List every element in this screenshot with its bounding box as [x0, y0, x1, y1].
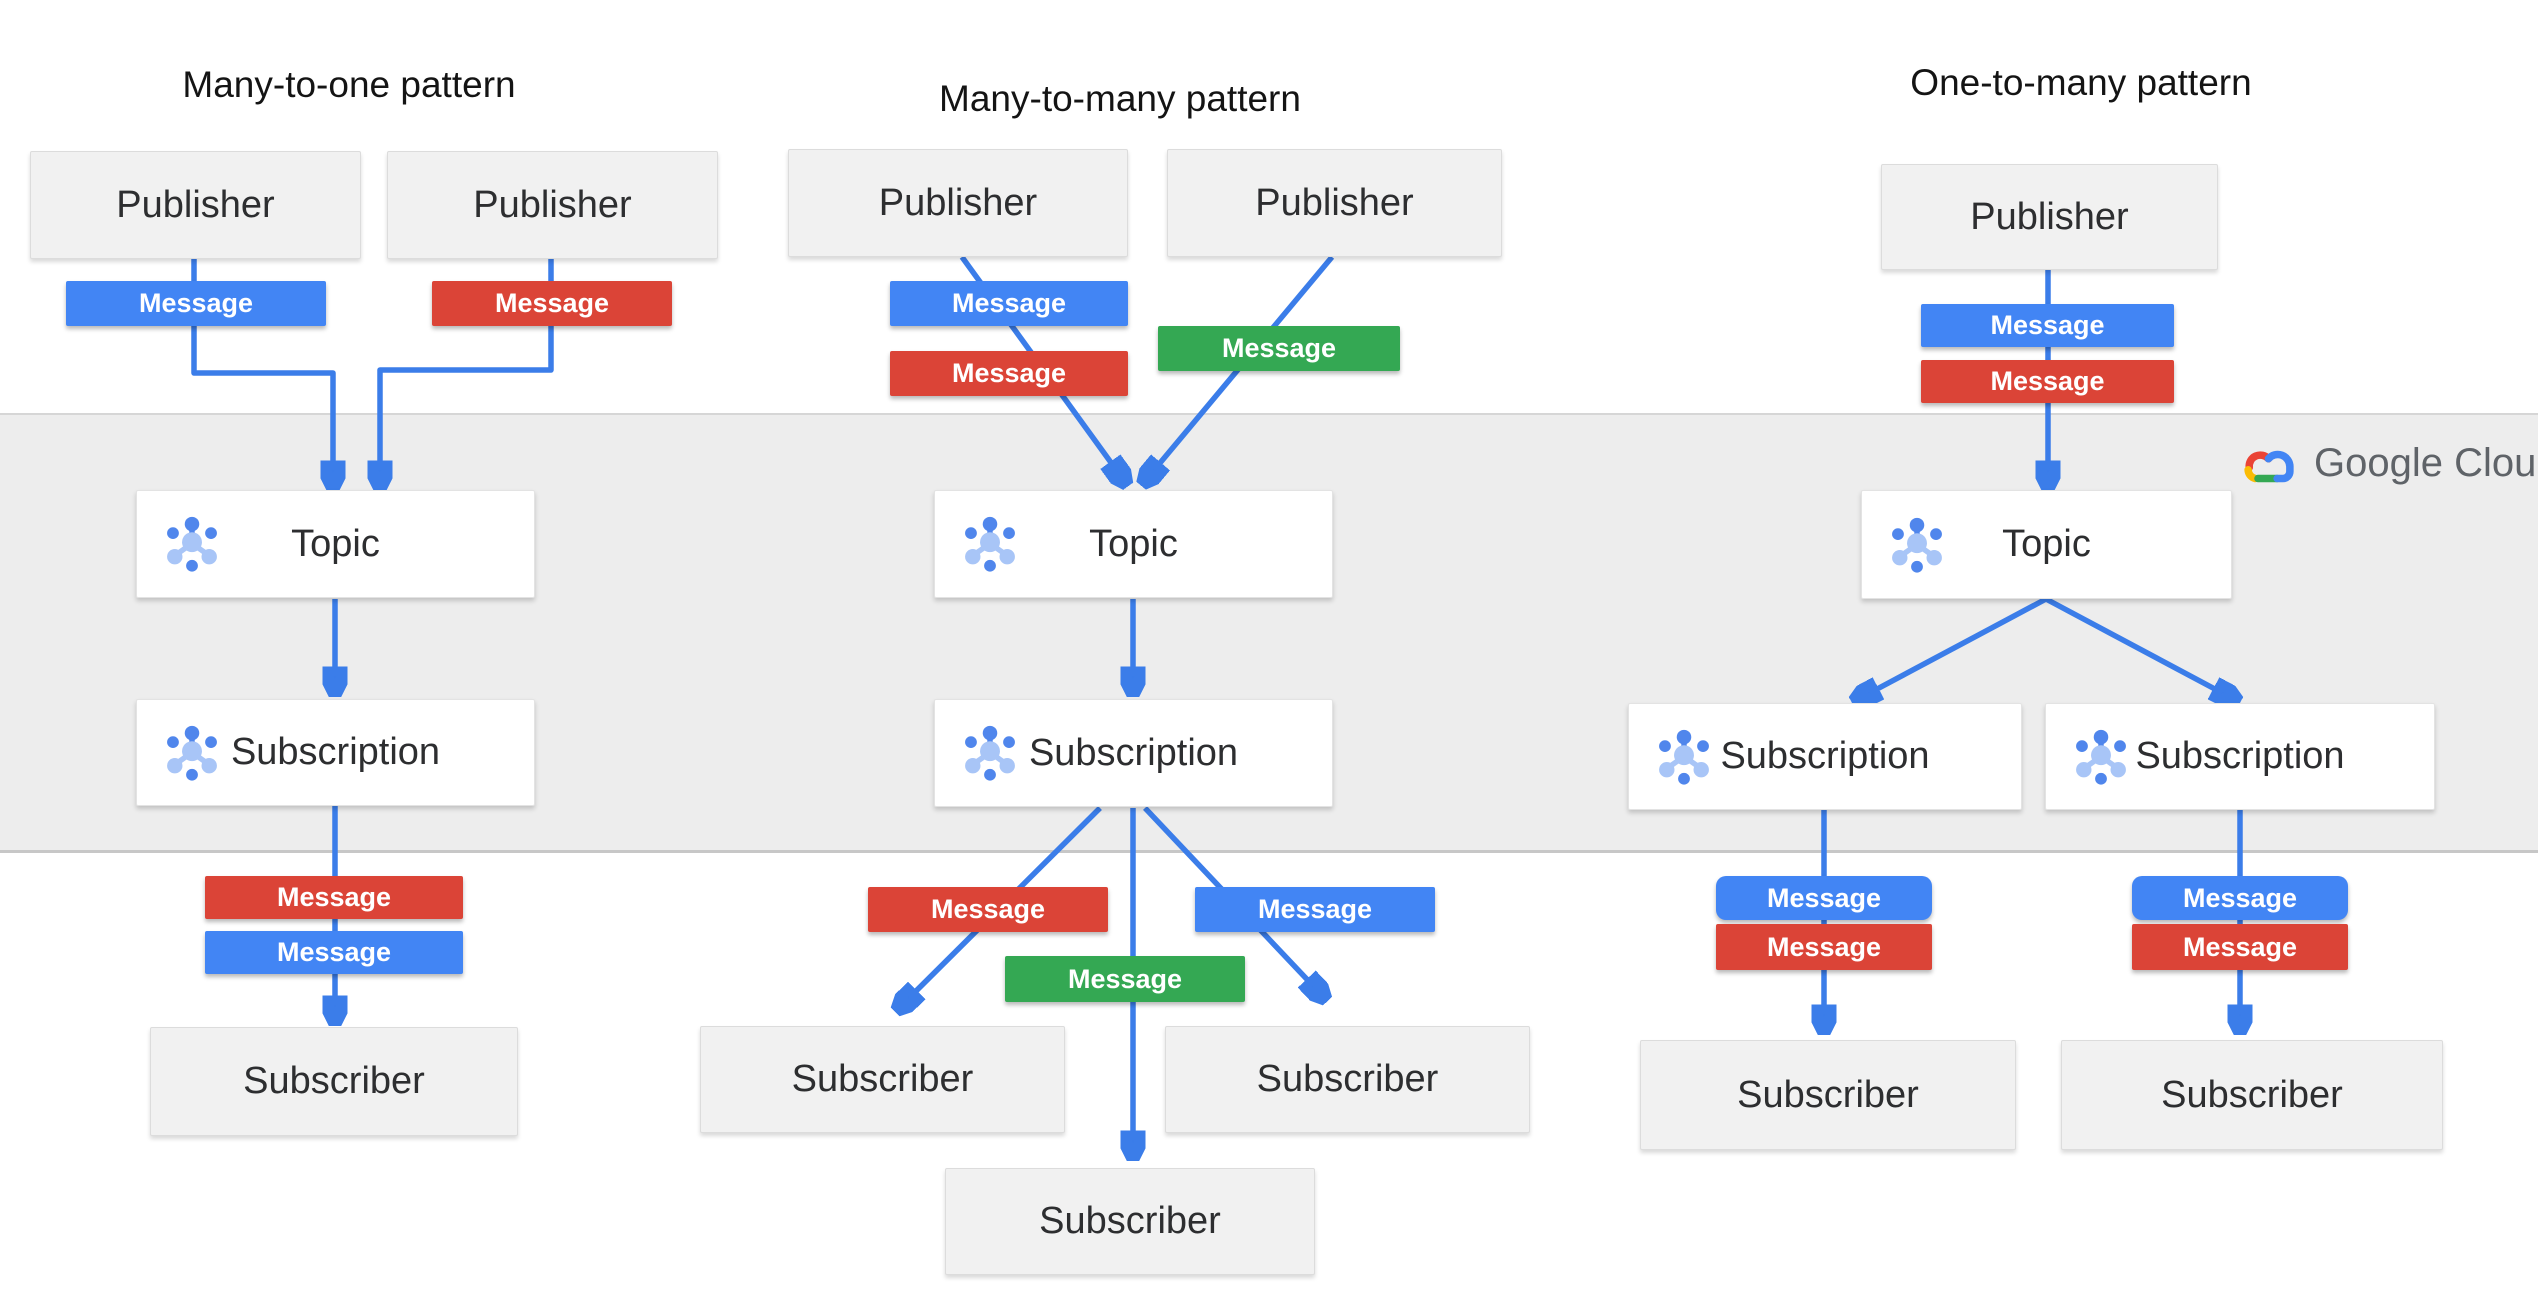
node-label: Subscription	[230, 731, 441, 773]
mtm-publisher-1-box: Publisher	[788, 149, 1128, 257]
arrow-otm-topic-to-subscription-left	[1864, 596, 2048, 696]
node-label: Subscriber	[791, 1058, 974, 1100]
node-label: Topic	[291, 522, 380, 565]
pubsub-topic-icon	[163, 515, 221, 573]
mtm-publisher-2-box: Publisher	[1167, 149, 1502, 257]
mto-subscription-box: Subscription	[136, 699, 535, 806]
node-label: Subscription	[1028, 731, 1239, 774]
otm-topic-box: Topic	[1861, 490, 2232, 599]
node-label: Publisher	[1255, 181, 1414, 224]
node-label: Subscriber	[2161, 1073, 2343, 1116]
pubsub-topic-icon	[1888, 516, 1946, 574]
message-badge-red: Message	[868, 887, 1108, 932]
message-badge-blue: Message	[1195, 887, 1435, 932]
mtm-subscriber-right-box: Subscriber	[1165, 1026, 1530, 1133]
message-badge-red: Message	[2132, 924, 2348, 970]
node-label: Publisher	[473, 183, 632, 226]
message-badge-blue: Message	[1716, 876, 1932, 920]
google-cloud-icon	[2244, 450, 2294, 482]
node-label: Subscription	[1720, 735, 1930, 777]
pubsub-subscription-icon	[1655, 728, 1713, 786]
pubsub-subscription-icon	[2072, 728, 2130, 786]
pubsub-topic-icon	[961, 515, 1019, 573]
pattern-title-many-to-one: Many-to-one pattern	[182, 64, 516, 105]
node-label: Subscriber	[1039, 1200, 1221, 1242]
mtm-subscriber-left-box: Subscriber	[700, 1026, 1065, 1133]
google-cloud-wordmark: Google Cloud	[2314, 441, 2538, 485]
message-badge-blue: Message	[890, 281, 1128, 326]
message-badge-green: Message	[1005, 956, 1245, 1002]
pubsub-subscription-icon	[163, 724, 221, 782]
mtm-topic-box: Topic	[934, 490, 1333, 598]
message-badge-blue: Message	[2132, 876, 2348, 920]
otm-subscriber-left-box: Subscriber	[1640, 1040, 2016, 1150]
node-label: Publisher	[116, 183, 275, 226]
mto-topic-box: Topic	[136, 490, 535, 598]
mto-publisher-1-box: Publisher	[30, 151, 361, 259]
mtm-subscriber-bottom-box: Subscriber	[945, 1168, 1315, 1275]
message-badge-blue: Message	[1921, 304, 2174, 347]
node-label: Subscription	[2135, 735, 2345, 777]
pattern-title-many-to-many: Many-to-many pattern	[939, 78, 1301, 119]
message-badge-red: Message	[890, 351, 1128, 396]
arrow-otm-topic-to-subscription-right	[2044, 596, 2228, 696]
node-label: Topic	[2002, 523, 2091, 565]
message-badge-red: Message	[1716, 924, 1932, 970]
message-badge-red: Message	[432, 281, 672, 326]
node-label: Subscriber	[1737, 1073, 1919, 1116]
message-badge-blue: Message	[205, 931, 463, 974]
pubsub-subscription-icon	[961, 724, 1019, 782]
google-cloud-logo: Google Cloud	[2240, 441, 2538, 486]
otm-subscriber-right-box: Subscriber	[2061, 1040, 2443, 1150]
mto-subscriber-box: Subscriber	[150, 1027, 518, 1136]
message-badge-red: Message	[1921, 360, 2174, 403]
node-label: Topic	[1089, 522, 1178, 565]
otm-subscription-left-box: Subscription	[1628, 703, 2022, 810]
message-badge-red: Message	[205, 876, 463, 919]
otm-subscription-right-box: Subscription	[2045, 703, 2435, 810]
message-badge-blue: Message	[66, 281, 326, 326]
mtm-subscription-box: Subscription	[934, 699, 1333, 807]
node-label: Publisher	[1970, 195, 2129, 238]
pattern-title-one-to-many: One-to-many pattern	[1910, 62, 2252, 103]
message-badge-green: Message	[1158, 326, 1400, 371]
node-label: Publisher	[878, 181, 1038, 224]
node-label: Subscriber	[243, 1060, 425, 1102]
node-label: Subscriber	[1256, 1058, 1439, 1100]
mto-publisher-2-box: Publisher	[387, 151, 718, 259]
otm-publisher-box: Publisher	[1881, 164, 2218, 270]
